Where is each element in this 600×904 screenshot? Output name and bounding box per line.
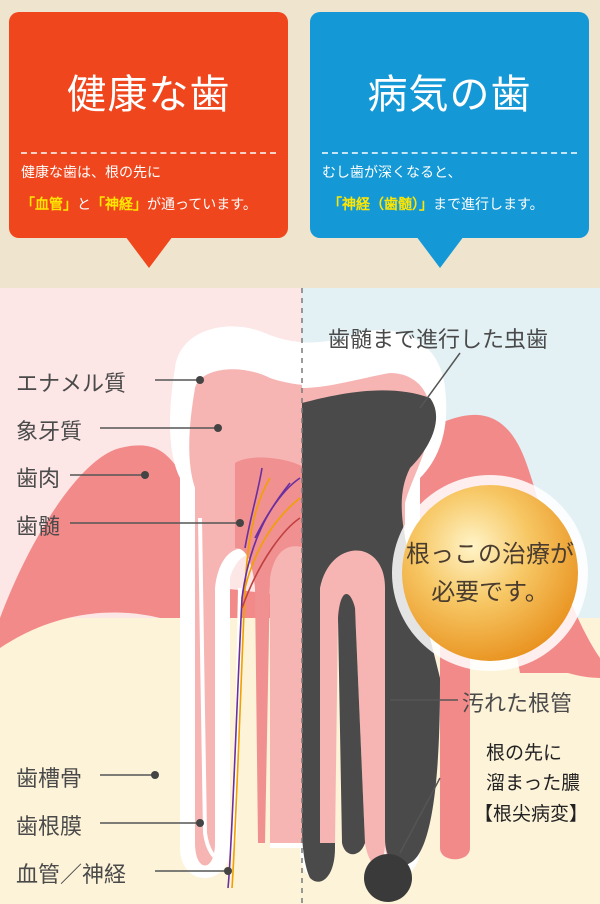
healthy-description-line2: 「血管」と「神経」が通っています。 [21, 194, 257, 214]
healthy-description-line1: 健康な歯は、根の先に [21, 165, 161, 181]
callout-pointer [125, 236, 173, 268]
canal-dark [338, 594, 365, 855]
root-outline [198, 517, 242, 862]
label-gum: 歯肉 [16, 467, 61, 492]
text-passes: が通っています。 [147, 197, 257, 213]
nerves [227, 467, 301, 889]
tooth-diagram-svg [0, 288, 600, 904]
label-pus-line2: 溜まった膿 [486, 772, 581, 794]
divider [322, 152, 577, 154]
badge-line2: 必要です。 [431, 578, 549, 606]
abscess [364, 854, 412, 902]
text-progresses: まで進行します。 [433, 197, 544, 213]
label-dirty-canal: 汚れた根管 [462, 692, 573, 717]
label-pus-line1: 根の先に [486, 742, 563, 764]
label-vessel-nerve: 血管／神経 [16, 863, 127, 888]
callout-pointer [416, 236, 464, 268]
diseased-description-line1: むし歯が深くなると、 [322, 165, 462, 181]
label-cavity-to-pulp: 歯髄まで進行した虫歯 [328, 328, 549, 353]
label-pulp: 歯髄 [16, 515, 61, 540]
highlight-nerve-pulp: 「神経（歯髄）」 [328, 197, 433, 213]
highlight-nerve: 「神経」 [91, 197, 147, 213]
diseased-tooth-title: 病気の歯 [367, 72, 532, 118]
diseased-tooth-card: 病気の歯 むし歯が深くなると、 「神経（歯髄）」まで進行します。 [310, 12, 589, 268]
healthy-tooth-title: 健康な歯 [66, 72, 231, 118]
label-periapical-lesion: 【根尖病変】 [474, 803, 589, 825]
diseased-description-line2: 「神経（歯髄）」まで進行します。 [328, 194, 544, 214]
header-area: 健康な歯 健康な歯は、根の先に 「血管」と「神経」が通っています。 病気の歯 む… [0, 0, 600, 288]
decay [302, 390, 440, 882]
label-leaders [70, 352, 461, 872]
canal-inner [320, 550, 385, 866]
badge-text: 根っこの治療が 必要です。 [402, 535, 578, 611]
label-dentin: 象牙質 [16, 420, 83, 445]
divider [21, 152, 276, 154]
highlight-blood-vessel: 「血管」 [21, 197, 77, 213]
label-enamel: エナメル質 [16, 372, 127, 397]
treatment-badge [402, 485, 578, 661]
label-dots [141, 376, 244, 875]
healthy-tooth-card: 健康な歯 健康な歯は、根の先に 「血管」と「神経」が通っています。 [9, 12, 288, 268]
label-alveolar-bone: 歯槽骨 [16, 767, 83, 792]
badge-line1: 根っこの治療が [406, 540, 574, 568]
text-and: と [77, 197, 91, 213]
tooth-illustration: エナメル質 象牙質 歯肉 歯髄 歯槽骨 歯根膜 血管／神経 歯髄まで進行した虫歯… [0, 288, 600, 904]
label-periodontal-ligament: 歯根膜 [16, 815, 83, 840]
